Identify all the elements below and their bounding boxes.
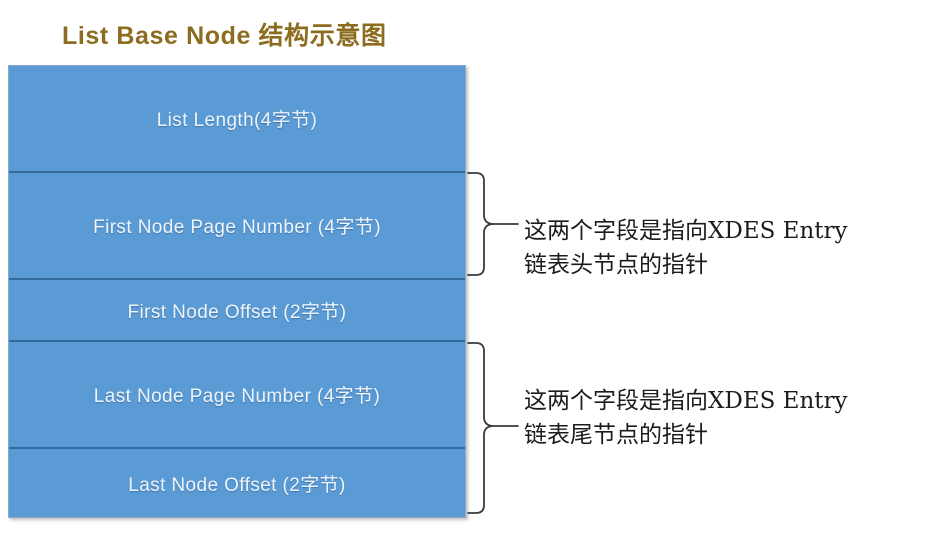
struct-field-label: Last Node Offset (2字节) [128, 474, 346, 496]
struct-field-label: First Node Offset (2字节) [127, 301, 347, 323]
struct-field-last-node-offset: Last Node Offset (2字节) [9, 447, 465, 517]
struct-field-label: List Length(4字节) [156, 110, 318, 131]
head-pointer-note-line2: 链表头节点的指针 [524, 252, 708, 278]
head-pointer-note-line1: 这两个字段是指向XDES Entry [524, 218, 848, 244]
tail-pointer-note-line2: 链表尾节点的指针 [524, 422, 708, 448]
tail-pointer-brace [466, 341, 528, 517]
struct-field-last-node-page-number: Last Node Page Number (4字节) [9, 340, 465, 447]
page-title: List Base Node 结构示意图 [62, 22, 387, 50]
tail-pointer-note-line1: 这两个字段是指向XDES Entry [524, 388, 848, 414]
head-pointer-brace [466, 171, 528, 279]
tail-pointer-note: 这两个字段是指向XDES Entry 链表尾节点的指针 [524, 384, 848, 452]
head-pointer-note: 这两个字段是指向XDES Entry 链表头节点的指针 [524, 214, 848, 282]
struct-field-list-length: List Length(4字节) [9, 66, 465, 171]
list-base-node-struct: List Length(4字节) First Node Page Number … [8, 65, 466, 518]
struct-field-label: First Node Page Number (4字节) [93, 217, 381, 238]
struct-field-first-node-offset: First Node Offset (2字节) [9, 278, 465, 340]
struct-field-label: Last Node Page Number (4字节) [93, 386, 381, 407]
struct-field-first-node-page-number: First Node Page Number (4字节) [9, 171, 465, 278]
